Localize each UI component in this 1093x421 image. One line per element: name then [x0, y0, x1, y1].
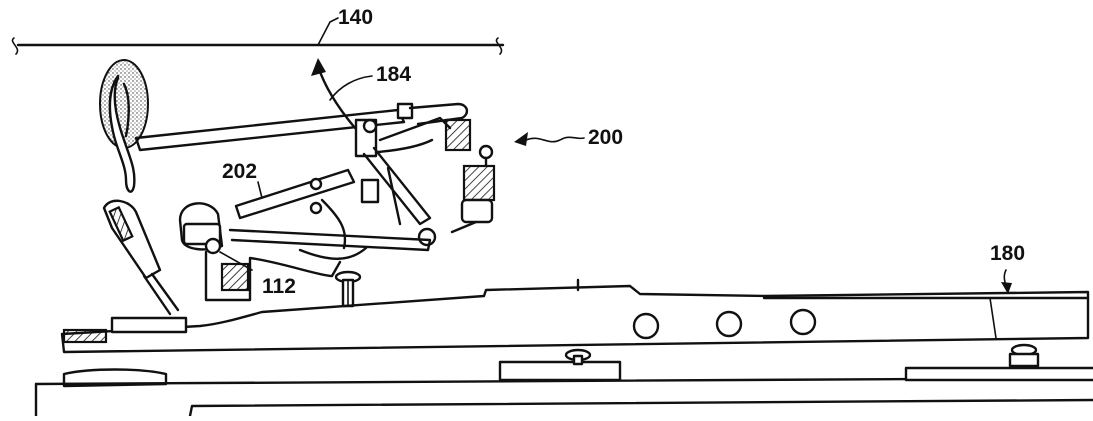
- hammer-head-upper: [444, 118, 472, 152]
- rollers: [450, 144, 496, 234]
- key-bed: [34, 343, 1093, 418]
- label-180: 180: [990, 242, 1025, 265]
- label-202: 202: [222, 160, 257, 183]
- string-140: [11, 37, 505, 55]
- key-hole-2: [715, 310, 743, 338]
- jack-assembly: [354, 116, 452, 247]
- leader-140: [317, 17, 339, 46]
- key-hole-3: [789, 308, 817, 336]
- leader-180-head: [1001, 282, 1012, 294]
- arrow-200: [514, 132, 585, 146]
- label-200: 200: [588, 126, 623, 149]
- key-180: [60, 278, 1090, 354]
- wippen-202: [228, 168, 432, 260]
- damper-lever: [102, 199, 180, 316]
- arrow-184: [311, 58, 373, 130]
- action-rail-112: [204, 237, 342, 302]
- capstan: [334, 270, 362, 308]
- leader-202: [257, 181, 263, 199]
- damper-felt: [99, 59, 149, 193]
- hammer-shank: [134, 102, 469, 152]
- label-140: 140: [338, 6, 373, 29]
- label-184: 184: [376, 63, 411, 86]
- label-112: 112: [262, 275, 296, 298]
- key-hole-1: [632, 312, 660, 340]
